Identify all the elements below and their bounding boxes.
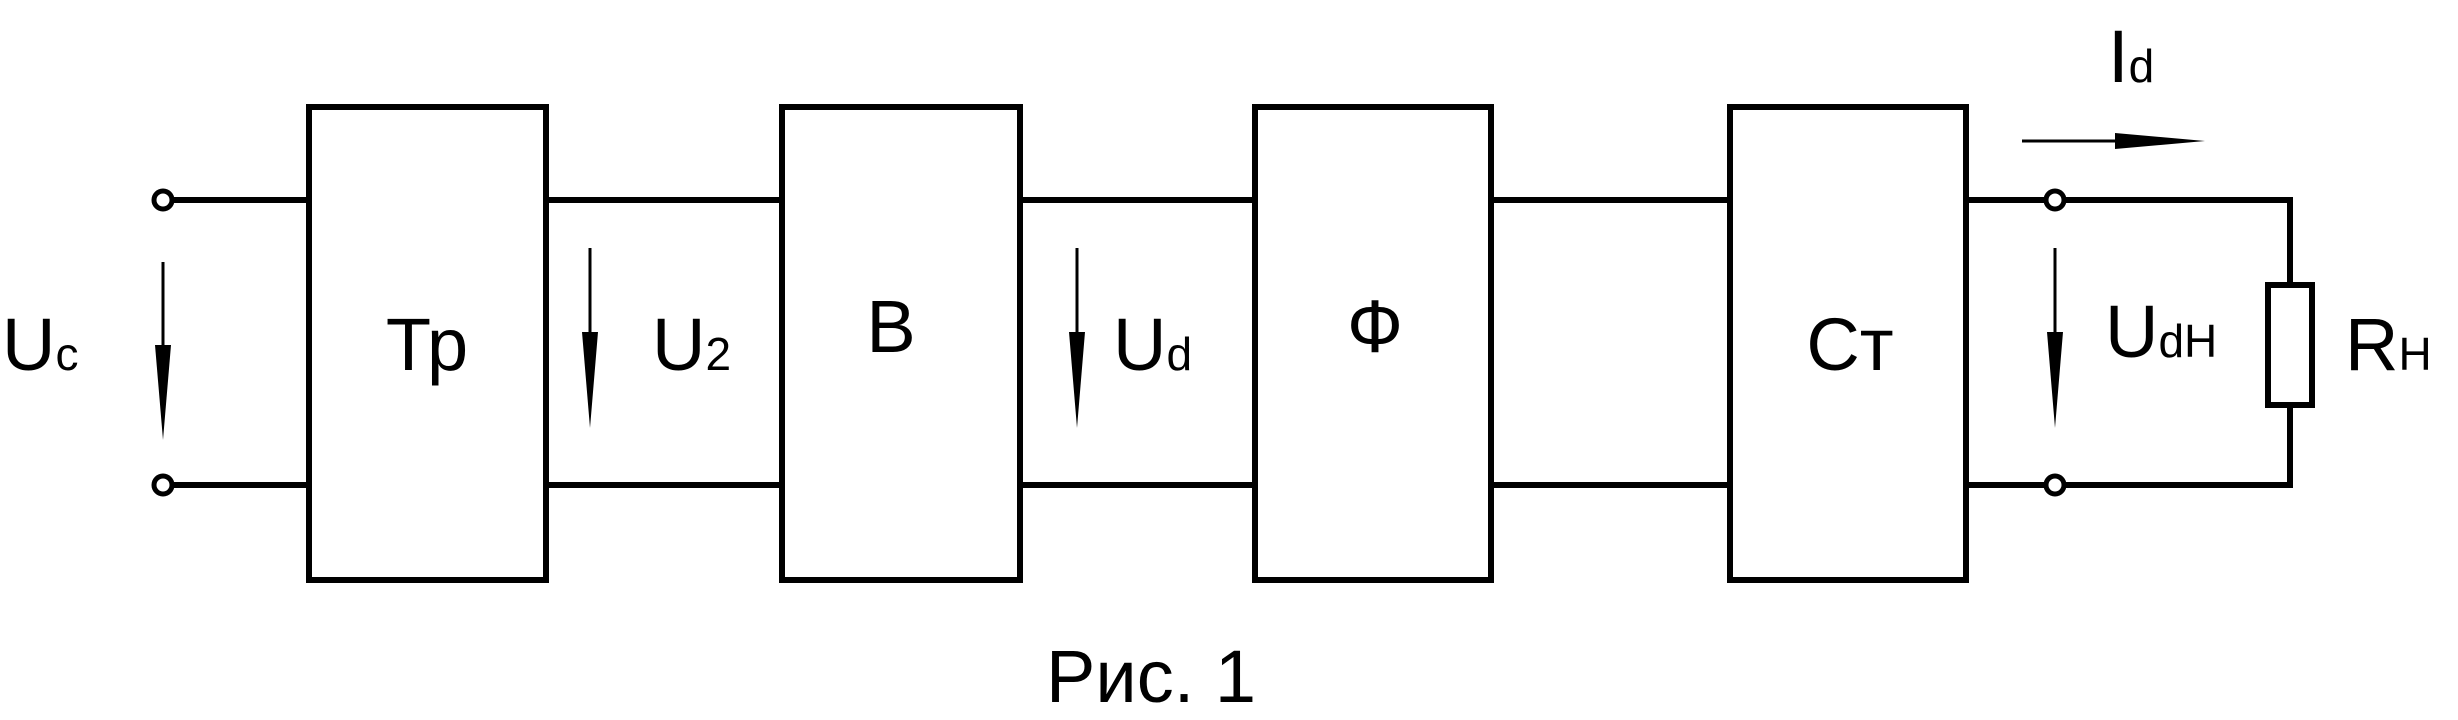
input-terminal-bottom — [151, 473, 175, 497]
transformer-box — [306, 104, 549, 583]
figure-caption: Рис. 1 — [1046, 635, 1256, 718]
output-terminal-bottom — [2043, 473, 2067, 497]
transformer-block: Тр — [306, 104, 549, 583]
load-voltage-arrow — [2047, 248, 2063, 428]
stabilizer-block: Ст — [1727, 104, 1969, 583]
stabilizer-label: Ст — [1806, 303, 1893, 386]
input-terminal-top — [151, 188, 175, 212]
rectified-voltage-arrow — [1069, 248, 1085, 428]
input-voltage-arrow — [155, 262, 171, 440]
load-current-label: Id — [2108, 15, 2154, 98]
rectifier-label: В — [866, 285, 915, 368]
filter-label: Ф — [1347, 285, 1403, 368]
transformer-voltage-arrow — [582, 248, 598, 428]
rectified-voltage-label: Ud — [1113, 303, 1192, 386]
load-resistor — [2265, 282, 2315, 408]
input-voltage-label: Uc — [2, 303, 78, 386]
filter-box — [1252, 104, 1494, 583]
rectifier-block: В — [779, 104, 1023, 583]
transformer-voltage-label: U2 — [652, 303, 731, 386]
load-current-arrow — [2022, 133, 2205, 149]
rectifier-box — [779, 104, 1023, 583]
terminals — [151, 188, 2067, 497]
load-resistor-label: RН — [2345, 303, 2432, 386]
load-voltage-label: UdН — [2105, 290, 2217, 373]
stabilizer-box — [1727, 104, 1969, 583]
filter-block: Ф — [1252, 104, 1494, 583]
transformer-label: Тр — [386, 303, 468, 386]
wires — [167, 197, 2293, 488]
output-terminal-top — [2043, 188, 2067, 212]
